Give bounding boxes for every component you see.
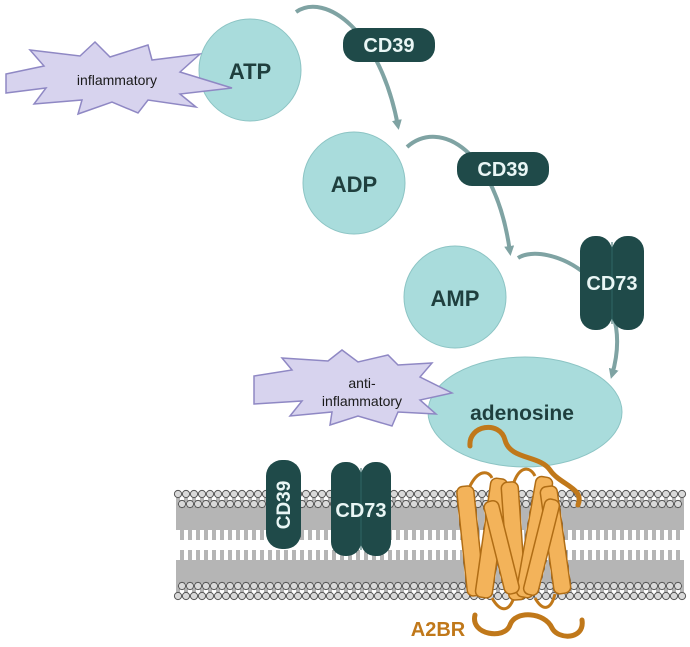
atp-molecule [198, 18, 302, 122]
cd39-membrane-enzyme [266, 460, 301, 549]
arrow-adp-to-amp [405, 134, 515, 256]
cd39-membrane-enzyme-label: CD39 [274, 481, 295, 530]
amp-label: AMP [431, 286, 480, 311]
a2br-label: A2BR [411, 619, 466, 641]
inflammatory-label: inflammatory [77, 72, 157, 88]
adp-label: ADP [331, 172, 377, 197]
adp-molecule [302, 131, 406, 235]
anti-inflammatory-label-line1: anti- [348, 375, 376, 391]
anti-inflammatory-label-line2: inflammatory [322, 393, 402, 409]
cd39-enzyme-second [457, 152, 549, 186]
cd39-enzyme-first [343, 28, 435, 62]
cd73-enzyme-soluble [580, 236, 644, 330]
cd73-enzyme-soluble-label: CD73 [586, 273, 637, 295]
adenosine-label: adenosine [470, 402, 574, 425]
cd39-enzyme-first-label: CD39 [363, 35, 414, 57]
inflammatory-starburst-icon [5, 40, 233, 116]
amp-molecule [403, 245, 507, 349]
atp-label: ATP [229, 59, 271, 84]
cd73-membrane-enzyme-label: CD73 [335, 500, 386, 522]
lipid-bilayer-membrane [173, 489, 687, 601]
cd39-enzyme-second-label: CD39 [477, 159, 528, 181]
anti-inflammatory-starburst-icon [253, 349, 455, 427]
arrow-atp-to-adp [294, 4, 402, 130]
cd73-membrane-enzyme [331, 462, 391, 556]
a2b-receptor-icon [456, 424, 585, 639]
